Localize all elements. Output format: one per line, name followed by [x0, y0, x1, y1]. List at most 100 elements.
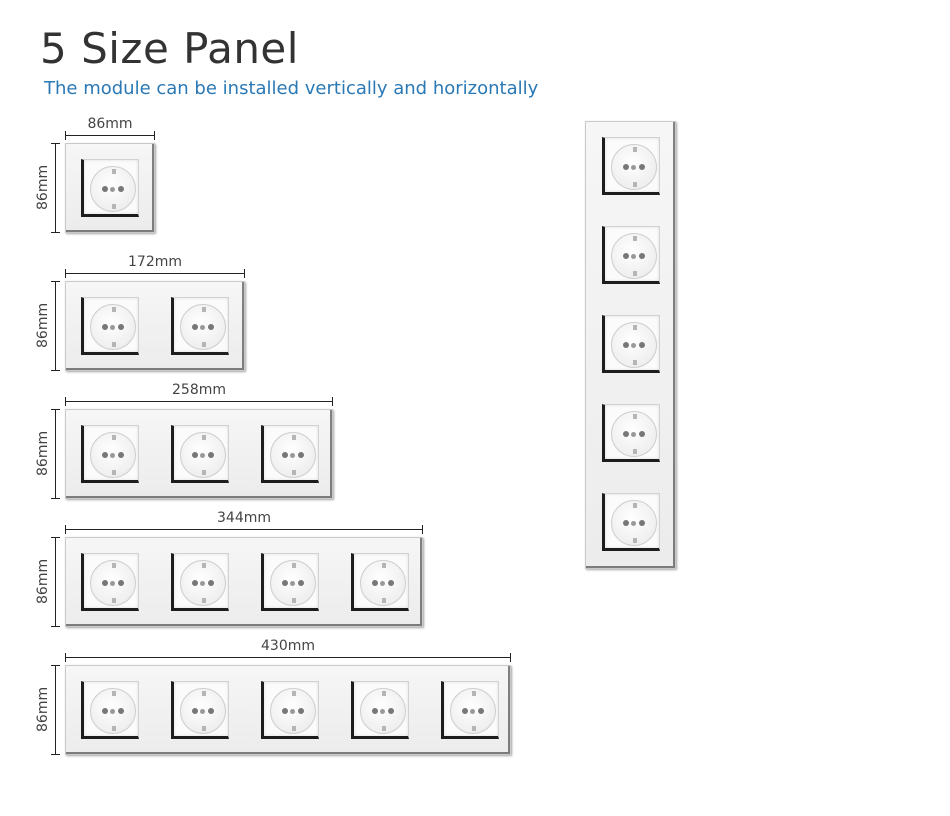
earth-clip: [382, 598, 386, 603]
height-dimension-line: [55, 537, 56, 627]
socket-pin-hole: [478, 708, 484, 714]
socket: [171, 553, 229, 611]
earth-clip: [633, 182, 637, 187]
dimension-tick: [332, 397, 333, 406]
horizontal-panel-1: [65, 143, 155, 233]
socket: [261, 425, 319, 483]
dimension-tick: [51, 626, 60, 627]
earth-clip: [112, 435, 116, 440]
socket-pin-hole: [208, 708, 214, 714]
socket-center-mark: [380, 709, 385, 714]
socket-pin-hole: [298, 708, 304, 714]
socket: [261, 553, 319, 611]
socket: [602, 404, 660, 462]
earth-clip: [292, 563, 296, 568]
socket-pin-hole: [623, 164, 629, 170]
earth-clip: [633, 147, 637, 152]
socket-pin-hole: [208, 452, 214, 458]
socket-face: [90, 166, 136, 212]
dimension-tick: [65, 397, 66, 406]
socket-center-mark: [200, 325, 205, 330]
earth-clip: [292, 598, 296, 603]
socket-center-mark: [631, 254, 636, 259]
height-dimension-label: 86mm: [35, 302, 51, 348]
earth-clip: [202, 691, 206, 696]
socket-pin-hole: [282, 452, 288, 458]
earth-clip: [633, 538, 637, 543]
socket-pin-hole: [118, 452, 124, 458]
earth-clip: [633, 414, 637, 419]
earth-clip: [202, 726, 206, 731]
dimension-tick: [51, 665, 60, 666]
socket-face: [90, 432, 136, 478]
socket-pin-hole: [118, 708, 124, 714]
socket-pin-hole: [102, 324, 108, 330]
earth-clip: [633, 360, 637, 365]
socket-center-mark: [110, 187, 115, 192]
earth-clip: [472, 726, 476, 731]
earth-clip: [202, 435, 206, 440]
earth-clip: [472, 691, 476, 696]
socket-face: [270, 432, 316, 478]
socket-face: [180, 432, 226, 478]
earth-clip: [112, 691, 116, 696]
socket-face: [90, 560, 136, 606]
earth-clip: [112, 307, 116, 312]
socket: [351, 553, 409, 611]
socket: [602, 226, 660, 284]
socket-pin-hole: [623, 253, 629, 259]
socket: [81, 425, 139, 483]
socket-center-mark: [290, 581, 295, 586]
earth-clip: [112, 169, 116, 174]
width-dimension-line: [65, 657, 511, 658]
socket-face: [611, 411, 657, 457]
socket: [261, 681, 319, 739]
page-subtitle: The module can be installed vertically a…: [44, 78, 539, 99]
dimension-tick: [51, 754, 60, 755]
socket-face: [180, 688, 226, 734]
socket-pin-hole: [208, 580, 214, 586]
socket-face: [611, 144, 657, 190]
height-dimension-label: 86mm: [35, 430, 51, 476]
socket-center-mark: [110, 581, 115, 586]
earth-clip: [202, 563, 206, 568]
dimension-tick: [422, 525, 423, 534]
socket-pin-hole: [118, 580, 124, 586]
socket-pin-hole: [118, 186, 124, 192]
socket-face: [180, 304, 226, 350]
socket-face: [360, 560, 406, 606]
width-dimension-label: 172mm: [128, 254, 182, 270]
socket-center-mark: [631, 165, 636, 170]
socket-pin-hole: [639, 253, 645, 259]
socket-pin-hole: [298, 580, 304, 586]
dimension-tick: [65, 131, 66, 140]
socket-center-mark: [110, 325, 115, 330]
height-dimension-line: [55, 665, 56, 755]
socket: [81, 297, 139, 355]
earth-clip: [633, 325, 637, 330]
socket: [81, 681, 139, 739]
earth-clip: [292, 435, 296, 440]
width-dimension-label: 430mm: [261, 638, 315, 654]
earth-clip: [112, 563, 116, 568]
earth-clip: [112, 726, 116, 731]
horizontal-panel-4: [65, 537, 423, 627]
socket-center-mark: [110, 709, 115, 714]
earth-clip: [292, 470, 296, 475]
socket-pin-hole: [388, 580, 394, 586]
socket-pin-hole: [372, 580, 378, 586]
dimension-tick: [510, 653, 511, 662]
socket-face: [360, 688, 406, 734]
socket-center-mark: [200, 581, 205, 586]
dimension-tick: [51, 537, 60, 538]
socket-face: [611, 322, 657, 368]
width-dimension-label: 344mm: [217, 510, 271, 526]
socket-pin-hole: [192, 708, 198, 714]
socket-pin-hole: [102, 708, 108, 714]
dimension-tick: [51, 370, 60, 371]
socket-pin-hole: [118, 324, 124, 330]
socket: [602, 137, 660, 195]
earth-clip: [633, 271, 637, 276]
socket-center-mark: [110, 453, 115, 458]
socket-face: [611, 233, 657, 279]
